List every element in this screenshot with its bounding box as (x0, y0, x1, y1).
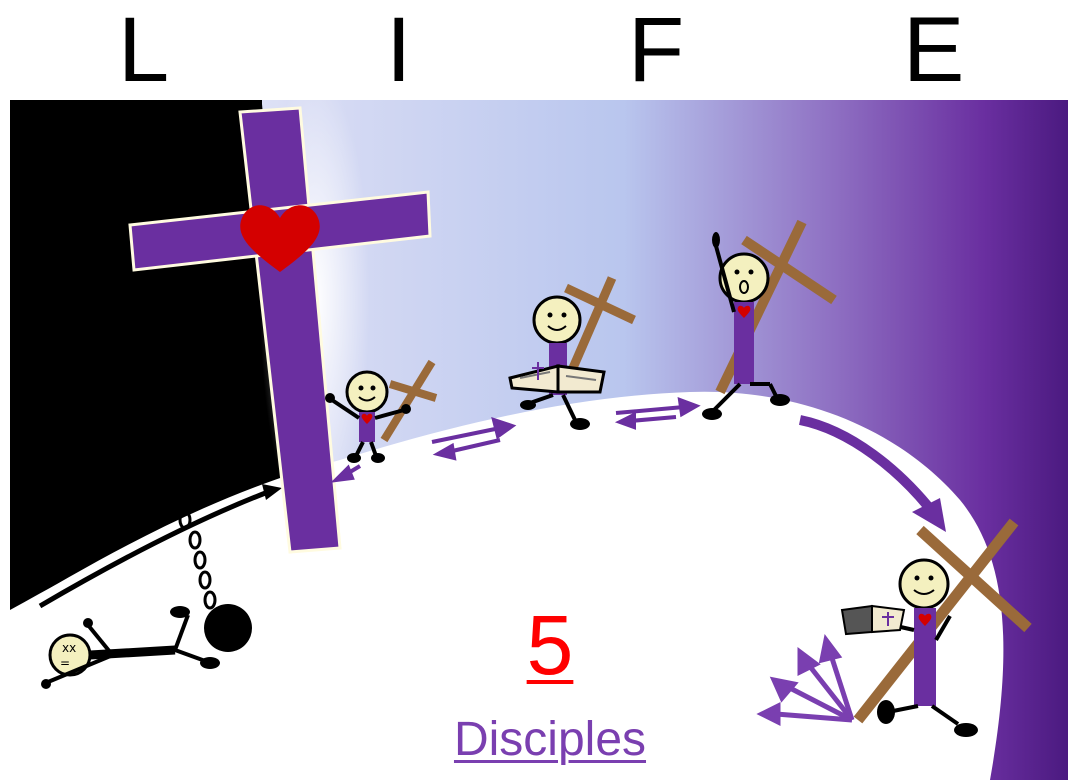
title-letter-e: E (903, 0, 964, 100)
title-letter-l: L (118, 0, 169, 100)
title-letter-f: F (628, 0, 684, 100)
open-bible-icon (842, 606, 904, 634)
title-letter-i: I (386, 0, 412, 100)
stage-number: 5 (490, 600, 610, 690)
stage-caption: Disciples (400, 712, 700, 768)
title-life: L I F E (0, 0, 1068, 100)
svg-text:=: = (60, 656, 70, 670)
svg-text:xx: xx (62, 641, 76, 655)
